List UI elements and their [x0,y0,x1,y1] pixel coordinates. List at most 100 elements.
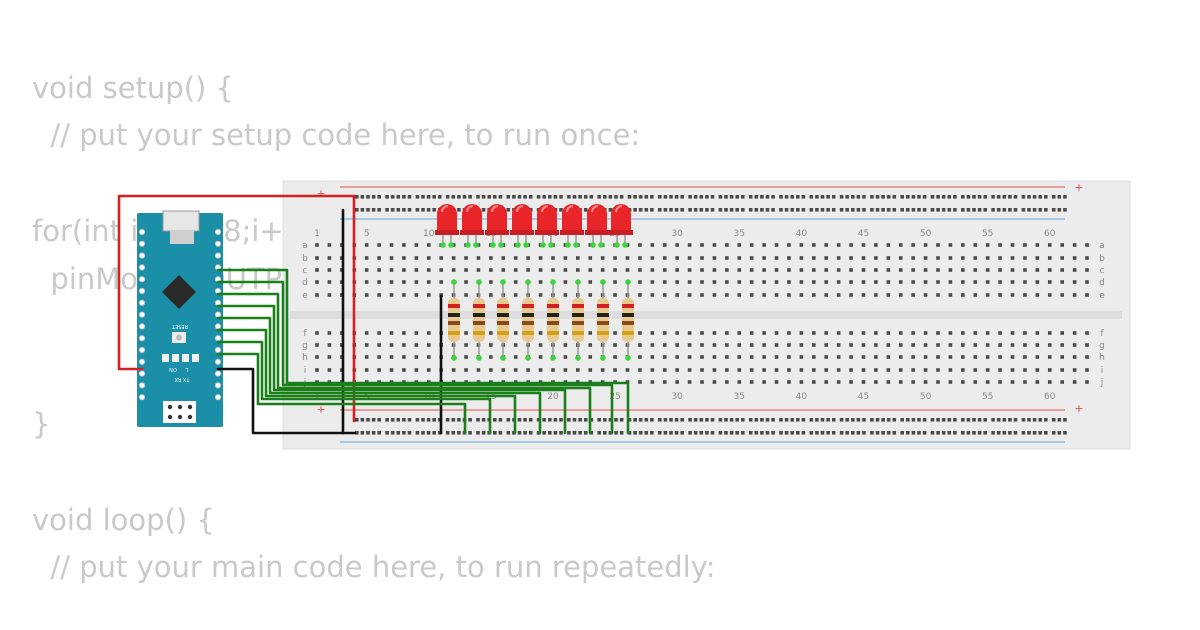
led-contact [614,242,620,248]
terminal-hole [464,256,468,260]
terminal-hole [1010,355,1015,359]
resistor [497,279,509,361]
terminal-hole [364,280,369,284]
rail-hole [917,195,921,199]
rail-hole [688,418,692,422]
rail-hole [900,208,904,212]
code-line-close-brace: } [32,407,51,441]
terminal-hole [1047,268,1052,272]
rail-hole [892,431,897,435]
rail-hole [366,195,370,199]
terminal-hole [1010,280,1015,284]
terminal-hole [389,355,394,359]
terminal-hole [700,293,704,297]
rail-hole [941,195,946,199]
terminal-hole [824,331,829,335]
terminal-hole [327,243,332,247]
terminal-hole [911,293,915,297]
terminal-hole [1060,368,1064,372]
terminal-hole [662,280,667,284]
rail-hole [377,431,381,435]
resistor-contact [600,355,606,361]
rail-hole [498,418,503,422]
terminal-hole [588,280,593,284]
rail-hole [627,195,632,199]
terminal-hole [861,268,866,272]
row-letter: g [1099,341,1105,351]
led [460,204,484,248]
rail-hole [658,418,662,422]
terminal-hole [563,368,568,372]
terminal-hole [936,368,940,372]
terminal-hole [749,343,754,347]
terminal-hole [489,268,493,272]
rail-hole [669,208,673,212]
breadboard[interactable]: ++++115510101515202025253030353540404545… [282,180,1131,450]
terminal-hole [973,243,978,247]
terminal-hole [1035,343,1040,347]
terminal-hole [662,293,667,297]
rail-hole [627,418,632,422]
rail-hole [523,418,527,422]
terminal-hole [774,268,779,272]
rail-hole [1021,195,1026,199]
terminal-hole [1072,268,1077,272]
terminal-hole [948,355,953,359]
terminal-hole [1047,355,1052,359]
rail-hole [875,431,880,435]
rail-hole [748,195,753,199]
terminal-hole [824,343,829,347]
rail-hole [542,431,546,435]
terminal-hole [377,355,381,359]
components[interactable] [435,204,634,361]
rail-hole [553,431,558,435]
rail-hole [947,208,952,212]
rail-hole [917,431,921,435]
rail-hole [941,208,946,212]
rail-hole [754,418,759,422]
rail-hole [669,431,673,435]
rail-hole [407,195,412,199]
terminal-hole [774,293,779,297]
terminal-hole [998,380,1002,384]
resistor-band [622,321,634,325]
terminal-hole [849,355,853,359]
usb-connector [162,210,200,232]
header-pin-right [214,228,222,236]
terminal-hole [1060,293,1064,297]
terminal-hole [613,368,617,372]
rail-hole [493,431,497,435]
rail-hole [360,208,365,212]
rail-hole [371,431,376,435]
terminal-hole [489,355,493,359]
terminal-hole [675,256,679,260]
terminal-hole [712,256,717,260]
rail-hole [1002,208,1007,212]
resistor-band [473,321,485,325]
terminal-hole [1035,355,1040,359]
rail-hole [983,431,987,435]
rail-hole [457,208,461,212]
terminal-hole [675,343,679,347]
terminal-hole [513,343,518,347]
row-letter: b [302,254,308,264]
terminal-hole [638,331,642,335]
rail-hole [559,195,563,199]
header-pin-right [214,370,222,377]
terminal-hole [911,343,915,347]
terminal-hole [1085,355,1089,359]
terminal-hole [364,355,369,359]
led-contact [622,242,628,248]
wires[interactable] [117,194,630,435]
rail-hole [735,208,739,212]
row-letter: f [1100,329,1104,339]
rail-hole [559,418,563,422]
terminal-hole [538,343,543,347]
terminal-hole [1035,380,1040,384]
terminal-hole [1085,243,1089,247]
rail-hole [1013,208,1018,212]
terminal-hole [774,380,779,384]
rail-hole [809,418,814,422]
terminal-hole [749,293,754,297]
